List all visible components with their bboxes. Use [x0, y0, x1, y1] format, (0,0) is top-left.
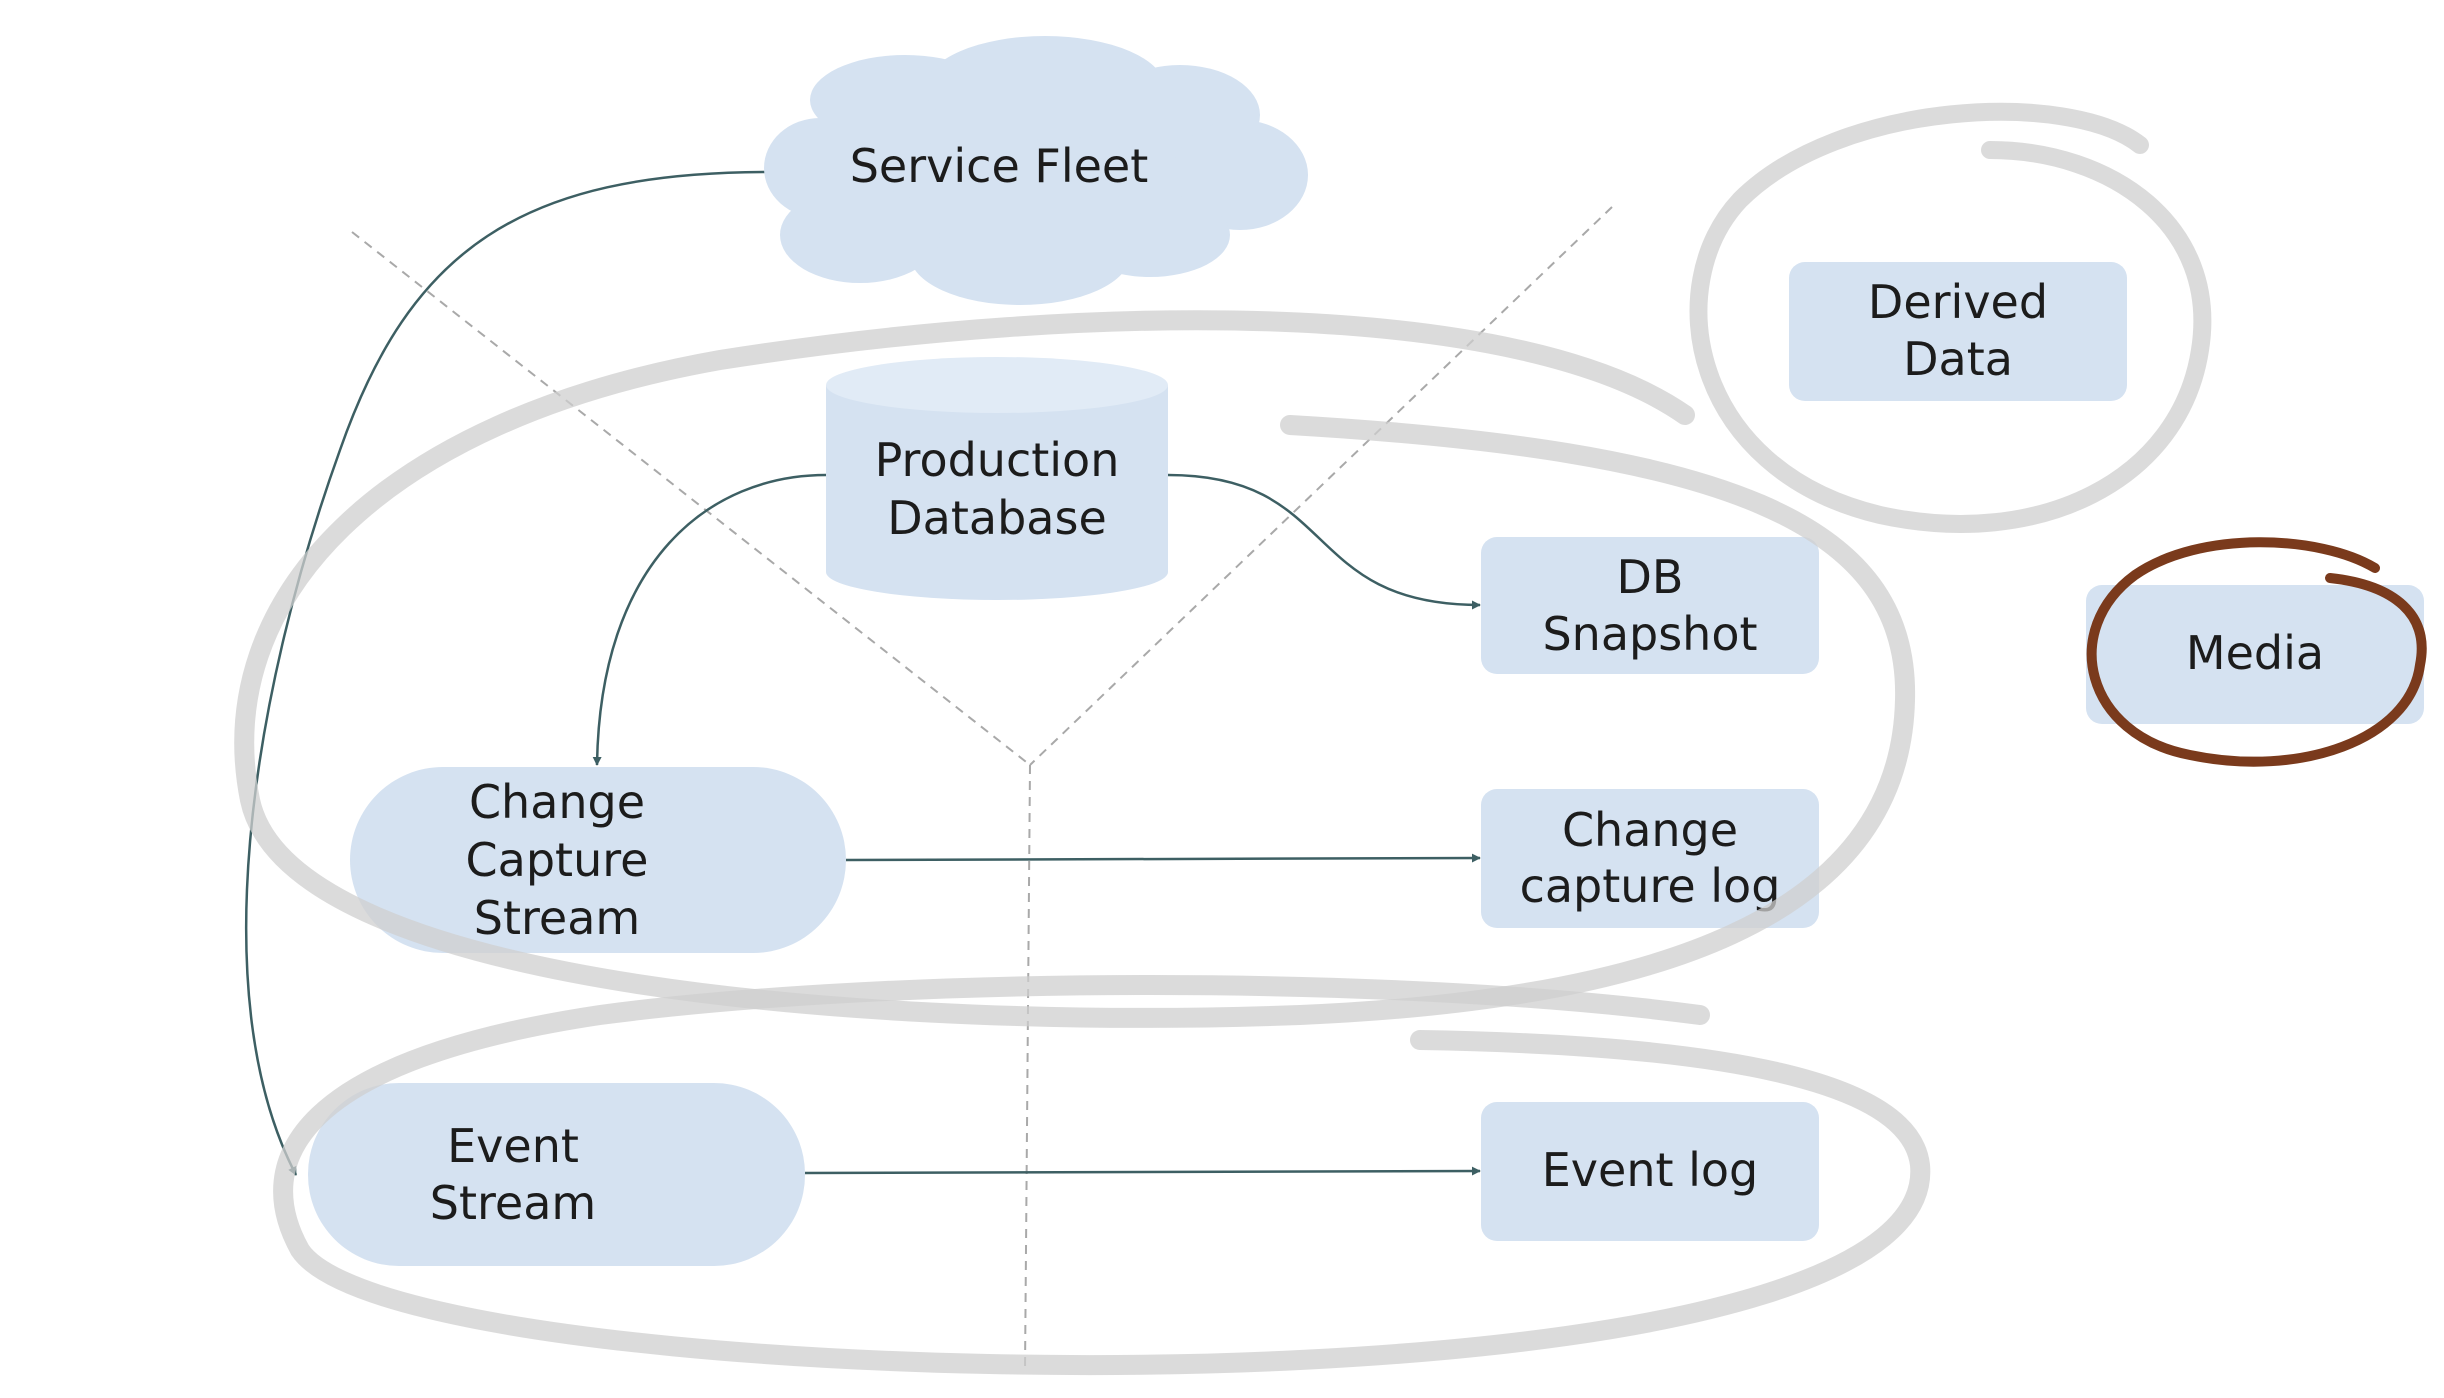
node-derived-data: Derived Data: [1789, 262, 2127, 401]
change-capture-log-box: [1481, 789, 1819, 928]
production-database-label-line1: Production: [875, 433, 1120, 487]
node-db-snapshot: DB Snapshot: [1481, 537, 1819, 674]
event-stream-label-line2: Stream: [430, 1176, 596, 1230]
node-change-capture-stream: Change Capture Stream: [350, 767, 846, 953]
arrow-change-stream-to-change-log: [845, 853, 1481, 863]
arrow-service-fleet-to-event-stream: [244, 170, 771, 1176]
derived-data-box: [1789, 262, 2127, 401]
node-service-fleet: Service Fleet: [764, 36, 1308, 305]
guide-line-right: [1029, 206, 1613, 766]
node-event-log: Event log: [1481, 1102, 1819, 1241]
gray-ring-derived-data: [1689, 102, 2212, 533]
db-snapshot-label-line1: DB: [1617, 550, 1684, 604]
arrows: [244, 170, 1481, 1176]
node-production-database: Production Database: [826, 357, 1168, 600]
production-database-label-line2: Database: [887, 491, 1107, 545]
change-capture-stream-pill: [350, 767, 846, 953]
derived-data-label-line2: Data: [1903, 332, 2013, 386]
cloud-shape: [764, 36, 1308, 305]
arrow-event-stream-to-event-log: [804, 1166, 1481, 1176]
node-event-stream: Event Stream: [308, 1083, 805, 1266]
arrow-database-to-change-capture-stream: [592, 473, 827, 766]
guide-line-vertical: [1024, 764, 1031, 1371]
event-log-box: [1481, 1102, 1819, 1241]
arrow-database-to-db-snapshot: [1167, 473, 1481, 610]
event-stream-pill: [308, 1083, 805, 1266]
node-media: Media: [2086, 585, 2424, 724]
database-cylinder-top: [826, 357, 1168, 413]
change-capture-log-label-line1: Change: [1562, 803, 1738, 857]
database-cylinder: [826, 385, 1168, 600]
event-stream-label-line1: Event: [447, 1119, 579, 1173]
brown-ring-media: [2086, 537, 2427, 767]
change-capture-log-label-line2: capture log: [1520, 859, 1781, 913]
db-snapshot-label-line2: Snapshot: [1542, 607, 1757, 661]
derived-data-label-line1: Derived: [1868, 275, 2048, 329]
highlight-rings: [234, 102, 2427, 1376]
gray-ring-change-capture: [234, 310, 1916, 1028]
media-label: Media: [2186, 626, 2324, 680]
media-box: [2086, 585, 2424, 724]
service-fleet-label: Service Fleet: [850, 139, 1149, 193]
guide-lines: [351, 206, 1613, 1371]
change-capture-stream-label-line3: Stream: [474, 891, 640, 945]
change-capture-stream-label-line1: Change: [469, 775, 645, 829]
node-change-capture-log: Change capture log: [1481, 789, 1819, 928]
change-capture-stream-label-line2: Capture: [466, 833, 649, 887]
gray-ring-event-stream: [273, 975, 1931, 1376]
db-snapshot-box: [1481, 537, 1819, 674]
event-log-label: Event log: [1542, 1143, 1759, 1197]
